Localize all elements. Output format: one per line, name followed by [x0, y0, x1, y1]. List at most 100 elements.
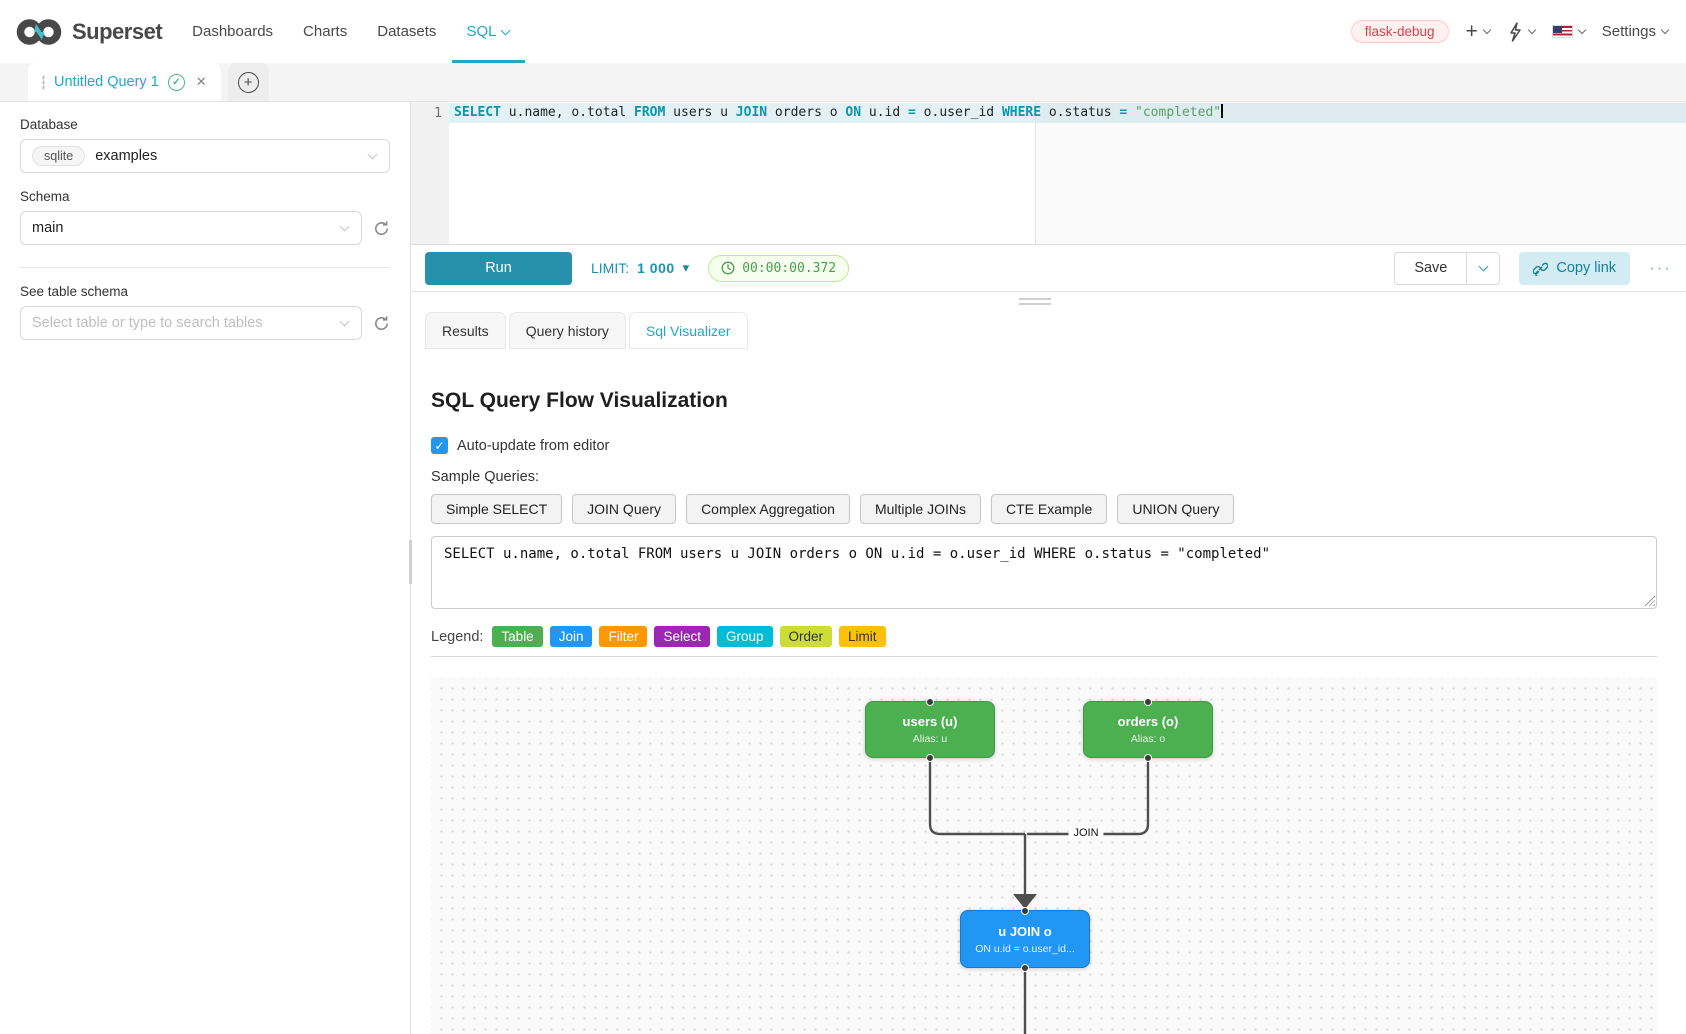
legend-label: Legend: — [431, 628, 484, 645]
sample-complex-aggregation-button[interactable]: Complex Aggregation — [686, 494, 850, 524]
editor-active-line — [449, 103, 1686, 123]
content-divider — [431, 656, 1657, 657]
save-options-button[interactable] — [1466, 252, 1499, 284]
close-tab-icon[interactable]: ✕ — [195, 74, 207, 89]
brand-name: Superset — [72, 18, 163, 44]
chevron-down-icon — [367, 149, 378, 160]
top-navbar: Superset Dashboards Charts Datasets SQL … — [0, 0, 1686, 63]
legend-badge-filter: Filter — [599, 626, 648, 647]
drag-handle-icon[interactable] — [42, 74, 45, 90]
link-icon — [1533, 262, 1549, 276]
database-select[interactable]: sqlite examples — [20, 139, 390, 173]
query-status-menu[interactable] — [1507, 21, 1537, 42]
node-handle[interactable] — [1021, 906, 1029, 915]
flow-edges — [928, 759, 1150, 1034]
query-tab-strip: Untitled Query 1 ✓ ✕ + — [0, 63, 1686, 102]
copy-link-button[interactable]: Copy link — [1519, 251, 1631, 285]
database-value: examples — [95, 148, 158, 164]
new-item-menu[interactable]: + — [1465, 20, 1492, 43]
node-handle[interactable] — [1144, 697, 1152, 706]
nav-item-charts[interactable]: Charts — [303, 23, 348, 40]
sample-simple-select-button[interactable]: Simple SELECT — [431, 494, 563, 524]
chevron-down-icon — [1482, 25, 1492, 35]
language-picker[interactable] — [1551, 25, 1587, 38]
plus-circle-icon: + — [237, 71, 259, 93]
schema-select[interactable]: main — [20, 211, 362, 245]
editor-gutter: 1 — [411, 102, 449, 244]
more-actions-button[interactable]: ··· — [1649, 258, 1672, 277]
sample-queries-label: Sample Queries: — [431, 469, 539, 485]
legend-badge-select: Select — [654, 626, 710, 647]
query-tab-title: Untitled Query 1 — [54, 74, 159, 90]
chevron-down-icon — [1577, 25, 1587, 35]
textarea-resize-handle[interactable] — [1644, 595, 1655, 606]
tab-results[interactable]: Results — [425, 312, 506, 349]
plus-icon: + — [1465, 20, 1478, 43]
schema-value: main — [32, 220, 64, 236]
run-button[interactable]: Run — [425, 251, 572, 285]
sample-cte-example-button[interactable]: CTE Example — [990, 494, 1108, 524]
sample-union-query-button[interactable]: UNION Query — [1117, 494, 1235, 524]
query-tab-active[interactable]: Untitled Query 1 ✓ ✕ — [28, 63, 221, 101]
sql-editor[interactable]: 1 SELECT u.name, o.total FROM users u JO… — [411, 102, 1686, 245]
auto-update-checkbox[interactable]: ✓ — [431, 437, 448, 454]
nav-item-sql[interactable]: SQL — [452, 0, 526, 63]
database-label: Database — [20, 117, 78, 132]
sql-visualizer-panel: SQL Query Flow Visualization ✓ Auto-upda… — [411, 349, 1686, 1034]
node-handle[interactable] — [926, 753, 934, 762]
legend-badge-table: Table — [492, 626, 543, 647]
lightning-bolt-icon — [1510, 21, 1521, 42]
node-handle[interactable] — [1144, 753, 1152, 762]
sample-join-query-button[interactable]: JOIN Query — [572, 494, 677, 524]
chevron-down-icon — [1660, 25, 1670, 35]
pane-resizer[interactable] — [411, 292, 1686, 312]
superset-brand[interactable]: Superset — [16, 17, 163, 47]
legend-badge-order: Order — [779, 626, 833, 647]
flow-node-users[interactable]: users (u) Alias: u — [865, 697, 995, 762]
node-handle[interactable] — [1021, 963, 1029, 972]
text-cursor — [1221, 104, 1223, 118]
node-handle[interactable] — [926, 697, 934, 706]
refresh-schemas-button[interactable] — [373, 220, 390, 237]
schema-label: Schema — [20, 189, 70, 204]
query-timer-badge: 00:00:00.372 — [708, 254, 850, 282]
sample-query-buttons: Simple SELECT JOIN Query Complex Aggrega… — [431, 494, 1657, 524]
chevron-down-icon — [1478, 261, 1489, 272]
tab-query-history[interactable]: Query history — [508, 312, 626, 349]
chevron-down-icon — [339, 316, 350, 327]
table-select-placeholder: Select table or type to search tables — [32, 315, 263, 331]
new-query-tab-button[interactable]: + — [227, 63, 269, 101]
settings-menu[interactable]: Settings — [1602, 23, 1670, 40]
sample-multiple-joins-button[interactable]: Multiple JOINs — [859, 494, 981, 524]
legend-badge-join: Join — [549, 626, 593, 647]
tab-sql-visualizer[interactable]: Sql Visualizer — [628, 312, 748, 349]
page-title: SQL Query Flow Visualization — [431, 389, 728, 412]
limit-dropdown[interactable]: LIMIT: 1 000 ▾ — [591, 260, 690, 276]
flow-node-join[interactable]: u JOIN o ON u.id = o.user_id... — [960, 906, 1090, 972]
environment-badge: flask-debug — [1350, 20, 1449, 43]
editor-toolbar: Run LIMIT: 1 000 ▾ 00:00:00.372 Save — [411, 245, 1686, 292]
save-button[interactable]: Save — [1414, 260, 1448, 276]
sql-input-textarea[interactable]: SELECT u.name, o.total FROM users u JOIN… — [431, 536, 1657, 609]
chevron-down-icon — [339, 221, 350, 232]
legend-badge-group: Group — [717, 626, 773, 647]
sidebar-divider — [20, 267, 390, 268]
chevron-down-icon — [501, 25, 511, 35]
superset-logo-icon — [16, 18, 62, 45]
join-edge-label: JOIN — [1068, 826, 1104, 840]
table-schema-label: See table schema — [20, 284, 129, 299]
sqllab-left-panel: Database sqlite examples Schema main See… — [0, 102, 412, 1034]
nav-item-datasets[interactable]: Datasets — [377, 23, 437, 40]
us-flag-icon — [1551, 25, 1573, 38]
flow-node-orders[interactable]: orders (o) Alias: o — [1083, 697, 1213, 762]
resize-handle-icon[interactable] — [1019, 298, 1051, 308]
query-flow-canvas[interactable]: users (u) Alias: u orders (o) Alias: o u… — [431, 678, 1657, 1034]
editor-code-line: SELECT u.name, o.total FROM users u JOIN… — [454, 104, 1223, 120]
refresh-tables-button[interactable] — [373, 315, 390, 332]
table-select[interactable]: Select table or type to search tables — [20, 306, 362, 340]
nav-right-cluster: flask-debug + Settings — [1350, 20, 1670, 43]
database-engine-pill: sqlite — [32, 146, 86, 166]
legend-badge-limit: Limit — [839, 626, 886, 647]
nav-item-dashboards[interactable]: Dashboards — [192, 23, 274, 40]
results-tab-bar: Results Query history Sql Visualizer — [411, 312, 1686, 349]
